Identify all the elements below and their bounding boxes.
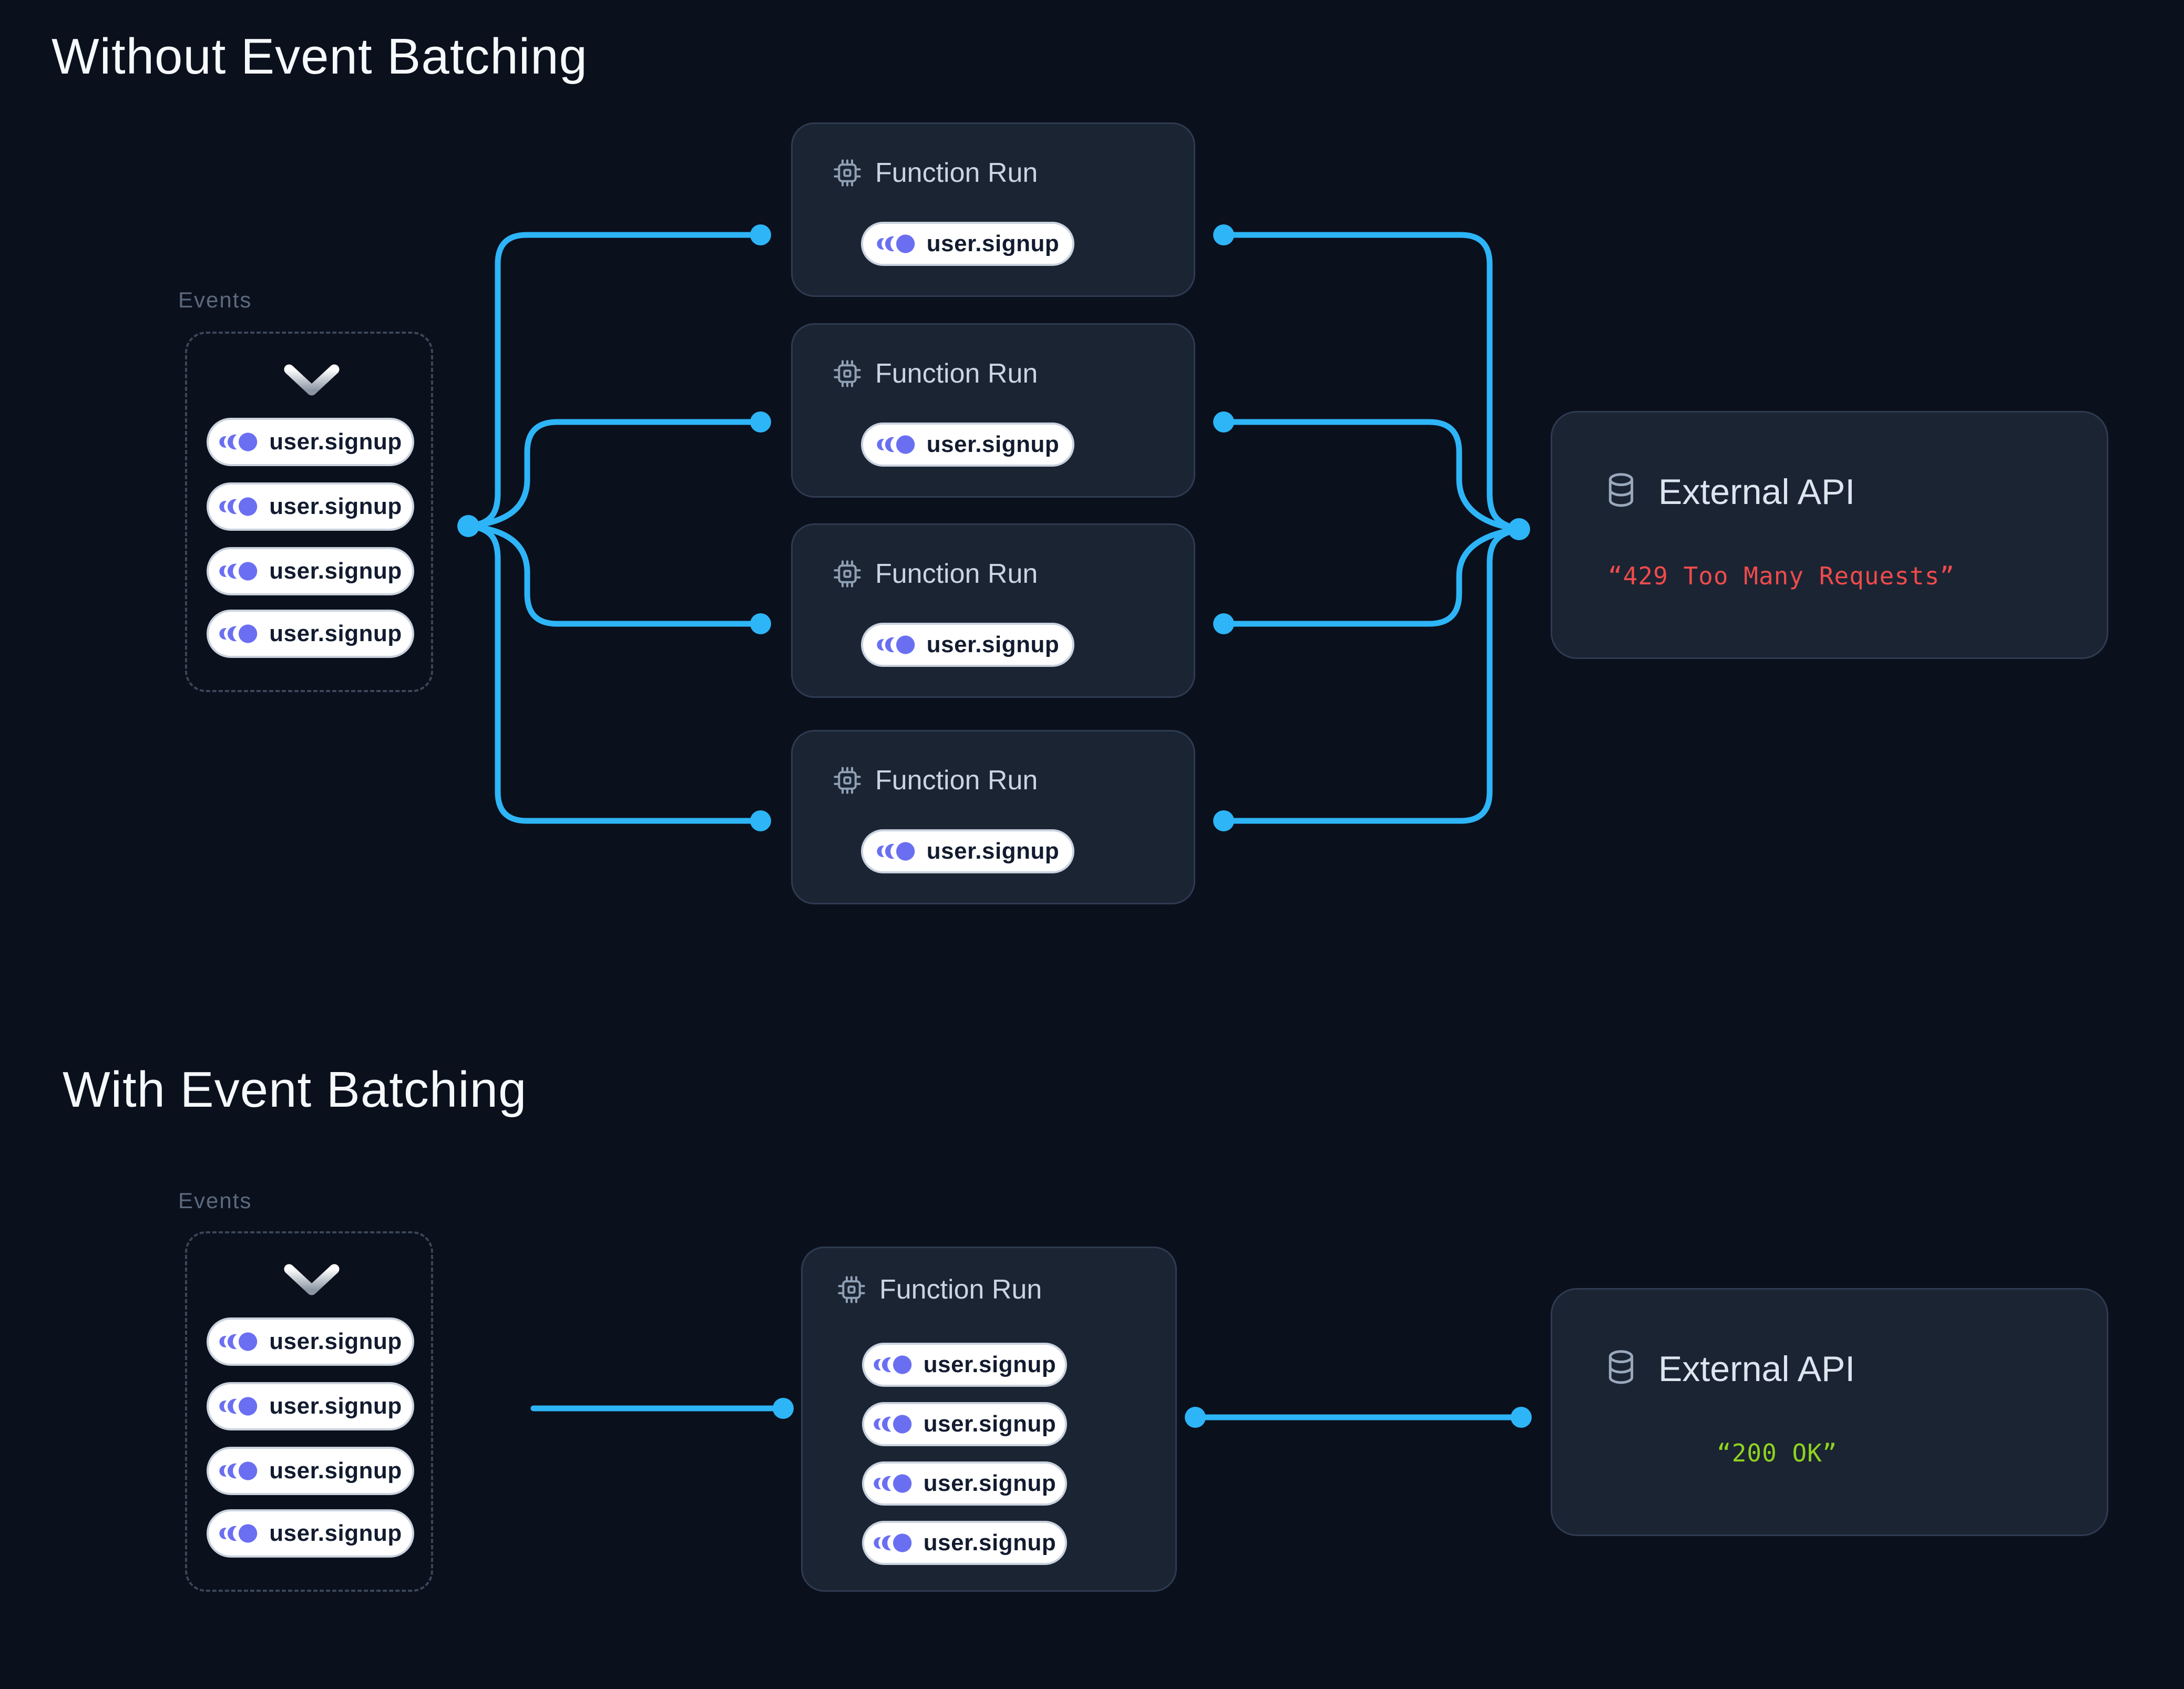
function-run-card: Function Run user.signup — [791, 122, 1195, 297]
event-pill: user.signup — [862, 1343, 1067, 1387]
event-pill: user.signup — [862, 1521, 1067, 1565]
event-stream-icon — [219, 430, 259, 454]
event-stream-icon — [876, 633, 916, 656]
api-status-error: “429 Too Many Requests” — [1608, 562, 1955, 590]
event-stream-icon — [873, 1413, 913, 1436]
cpu-chip-icon — [837, 1275, 866, 1304]
external-api-title: External API — [1658, 1349, 1855, 1389]
event-pill-label: user.signup — [923, 1352, 1057, 1377]
events-queue-box: user.signup user.signup user.signup user… — [185, 332, 433, 692]
event-pill-label: user.signup — [269, 1328, 402, 1354]
event-pill-label: user.signup — [269, 1520, 402, 1546]
cpu-chip-icon — [833, 159, 862, 187]
event-pill-label: user.signup — [269, 621, 402, 646]
function-run-title: Function Run — [879, 1274, 1042, 1305]
event-stream-icon — [219, 1522, 259, 1545]
event-pill: user.signup — [862, 1461, 1067, 1506]
event-pill: user.signup — [207, 610, 414, 658]
event-pill-label: user.signup — [269, 429, 402, 455]
function-run-card: Function Run user.signup — [791, 730, 1195, 904]
event-stream-icon — [219, 495, 259, 518]
event-stream-icon — [219, 1330, 259, 1353]
database-icon — [1604, 471, 1638, 512]
event-stream-icon — [873, 1353, 913, 1376]
external-api-title: External API — [1658, 472, 1855, 512]
event-pill: user.signup — [207, 418, 414, 466]
event-stream-icon — [219, 1459, 259, 1482]
top-converge-wires — [1221, 232, 1522, 824]
event-stream-icon — [219, 622, 259, 645]
events-label: Events — [178, 1188, 252, 1213]
event-pill: user.signup — [207, 482, 414, 531]
event-stream-icon — [873, 1531, 913, 1554]
event-pill-label: user.signup — [926, 838, 1060, 864]
event-stream-icon — [873, 1472, 913, 1495]
cpu-chip-icon — [833, 359, 862, 388]
event-stream-icon — [876, 433, 916, 456]
event-pill: user.signup — [861, 222, 1074, 266]
external-api-card: External API “429 Too Many Requests” — [1551, 411, 2108, 659]
event-pill-label: user.signup — [269, 493, 402, 519]
event-pill: user.signup — [207, 1382, 414, 1430]
section-title-without-batching: Without Event Batching — [52, 28, 588, 85]
events-label: Events — [178, 287, 252, 312]
event-stream-icon — [876, 840, 916, 863]
event-pill-label: user.signup — [926, 431, 1060, 457]
event-stream-icon — [219, 1395, 259, 1418]
event-pill: user.signup — [207, 1317, 414, 1366]
event-pill-label: user.signup — [269, 1393, 402, 1419]
event-pill: user.signup — [207, 547, 414, 595]
cpu-chip-icon — [833, 766, 862, 795]
database-icon — [1604, 1348, 1638, 1389]
event-pill: user.signup — [861, 423, 1074, 467]
event-stream-icon — [876, 232, 916, 255]
events-queue-box: user.signup user.signup user.signup user… — [185, 1231, 433, 1592]
function-run-title: Function Run — [875, 158, 1038, 188]
chevron-down-icon — [284, 364, 340, 396]
event-pill-label: user.signup — [923, 1530, 1057, 1556]
event-pill: user.signup — [862, 1402, 1067, 1446]
event-pill: user.signup — [861, 623, 1074, 667]
function-run-title: Function Run — [875, 765, 1038, 796]
cpu-chip-icon — [833, 560, 862, 588]
event-pill-label: user.signup — [269, 558, 402, 584]
chevron-down-icon — [284, 1264, 340, 1295]
function-run-card: Function Run user.signup — [791, 523, 1195, 698]
event-pill-label: user.signup — [926, 632, 1060, 657]
function-run-card-batched: Function Run user.signup user.signup use… — [801, 1247, 1177, 1592]
api-status-ok: “200 OK” — [1717, 1439, 1838, 1467]
function-run-card: Function Run user.signup — [791, 323, 1195, 498]
function-run-title: Function Run — [875, 358, 1038, 389]
event-pill-label: user.signup — [923, 1470, 1057, 1496]
event-pill: user.signup — [207, 1509, 414, 1558]
event-pill-label: user.signup — [269, 1458, 402, 1484]
event-pill: user.signup — [861, 829, 1074, 873]
event-stream-icon — [219, 560, 259, 583]
external-api-card: External API “200 OK” — [1551, 1288, 2108, 1536]
function-run-title: Function Run — [875, 559, 1038, 589]
event-pill: user.signup — [207, 1447, 414, 1495]
section-title-with-batching: With Event Batching — [63, 1062, 527, 1118]
event-pill-label: user.signup — [923, 1411, 1057, 1437]
event-pill-label: user.signup — [926, 231, 1060, 256]
top-fanout-wires — [465, 232, 764, 824]
